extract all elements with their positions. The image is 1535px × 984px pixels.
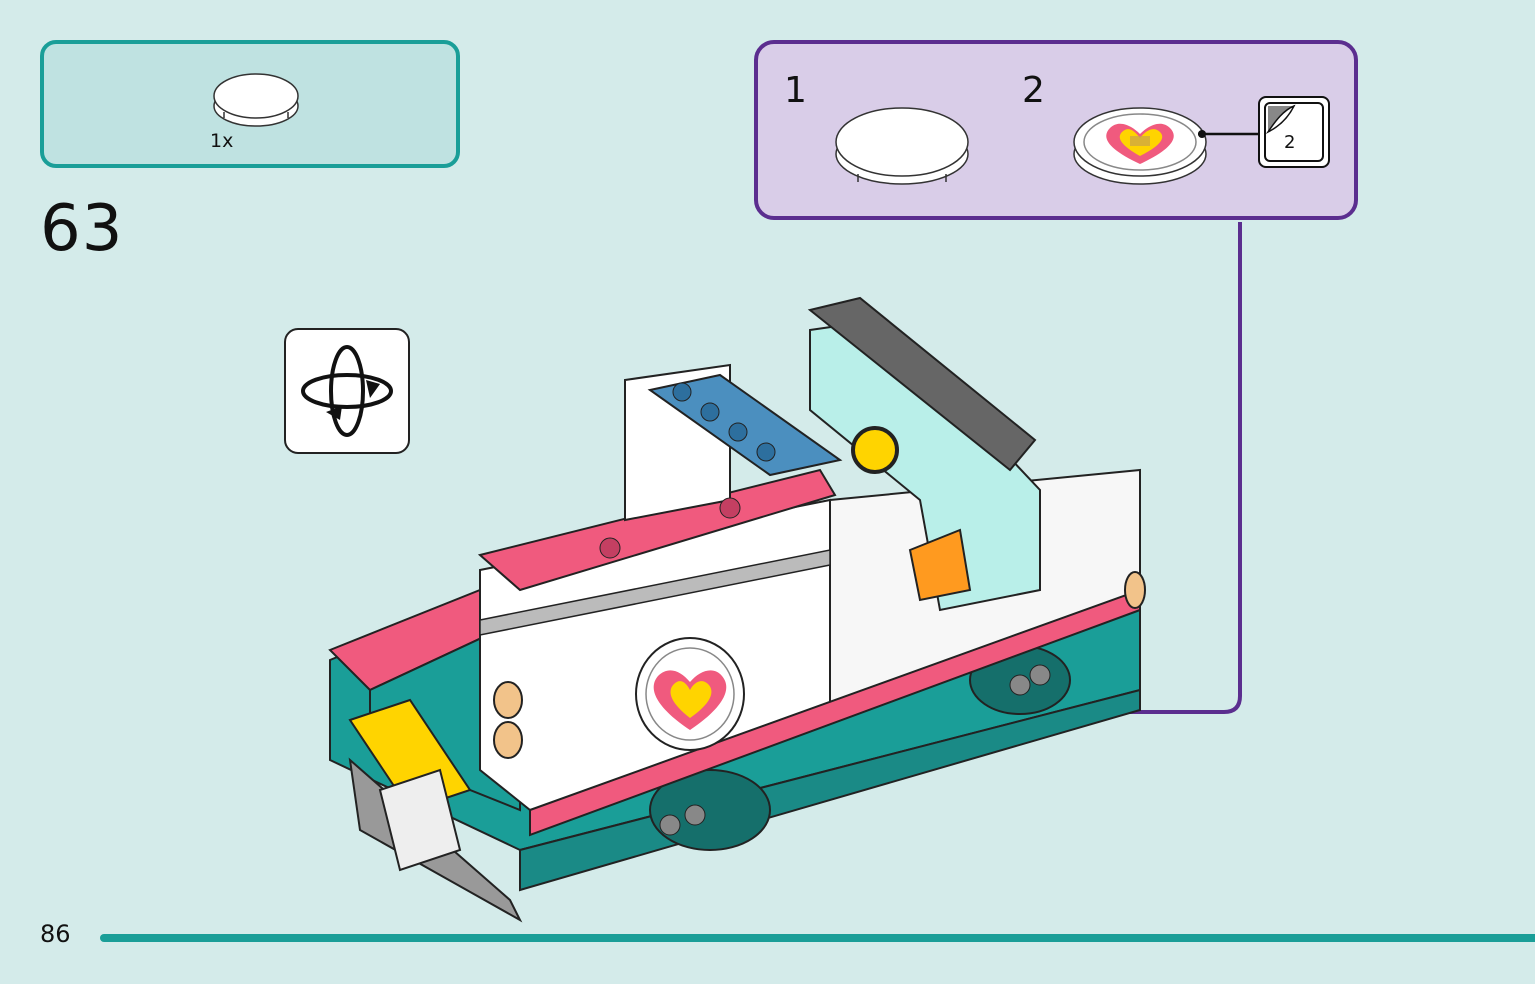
rotate-model-indicator	[284, 328, 410, 454]
sticker-sheet-icon	[1264, 102, 1324, 162]
sub-step-1-label: 1	[784, 70, 807, 111]
footer-rule	[100, 934, 1535, 942]
sticker-sheet-reference: 2	[1258, 96, 1330, 168]
ambulance-model-illustration	[328, 296, 1146, 923]
rotate-model-icon	[301, 345, 393, 437]
round-tile-icon	[213, 73, 299, 127]
sub-assembly-callout: 1 2 2	[754, 40, 1358, 220]
sticker-connector-line	[1198, 130, 1262, 138]
heart-logo-tile-icon	[1073, 107, 1207, 185]
white-round-tile-icon	[835, 107, 969, 185]
sub-step-2-label: 2	[1022, 70, 1045, 111]
page-number: 86	[40, 920, 71, 948]
sticker-peel-icon	[1266, 104, 1296, 134]
step-number: 63	[40, 192, 124, 266]
parts-list-callout: 1x	[40, 40, 460, 168]
part-quantity: 1x	[210, 130, 234, 152]
sticker-sheet-number: 2	[1284, 132, 1296, 153]
